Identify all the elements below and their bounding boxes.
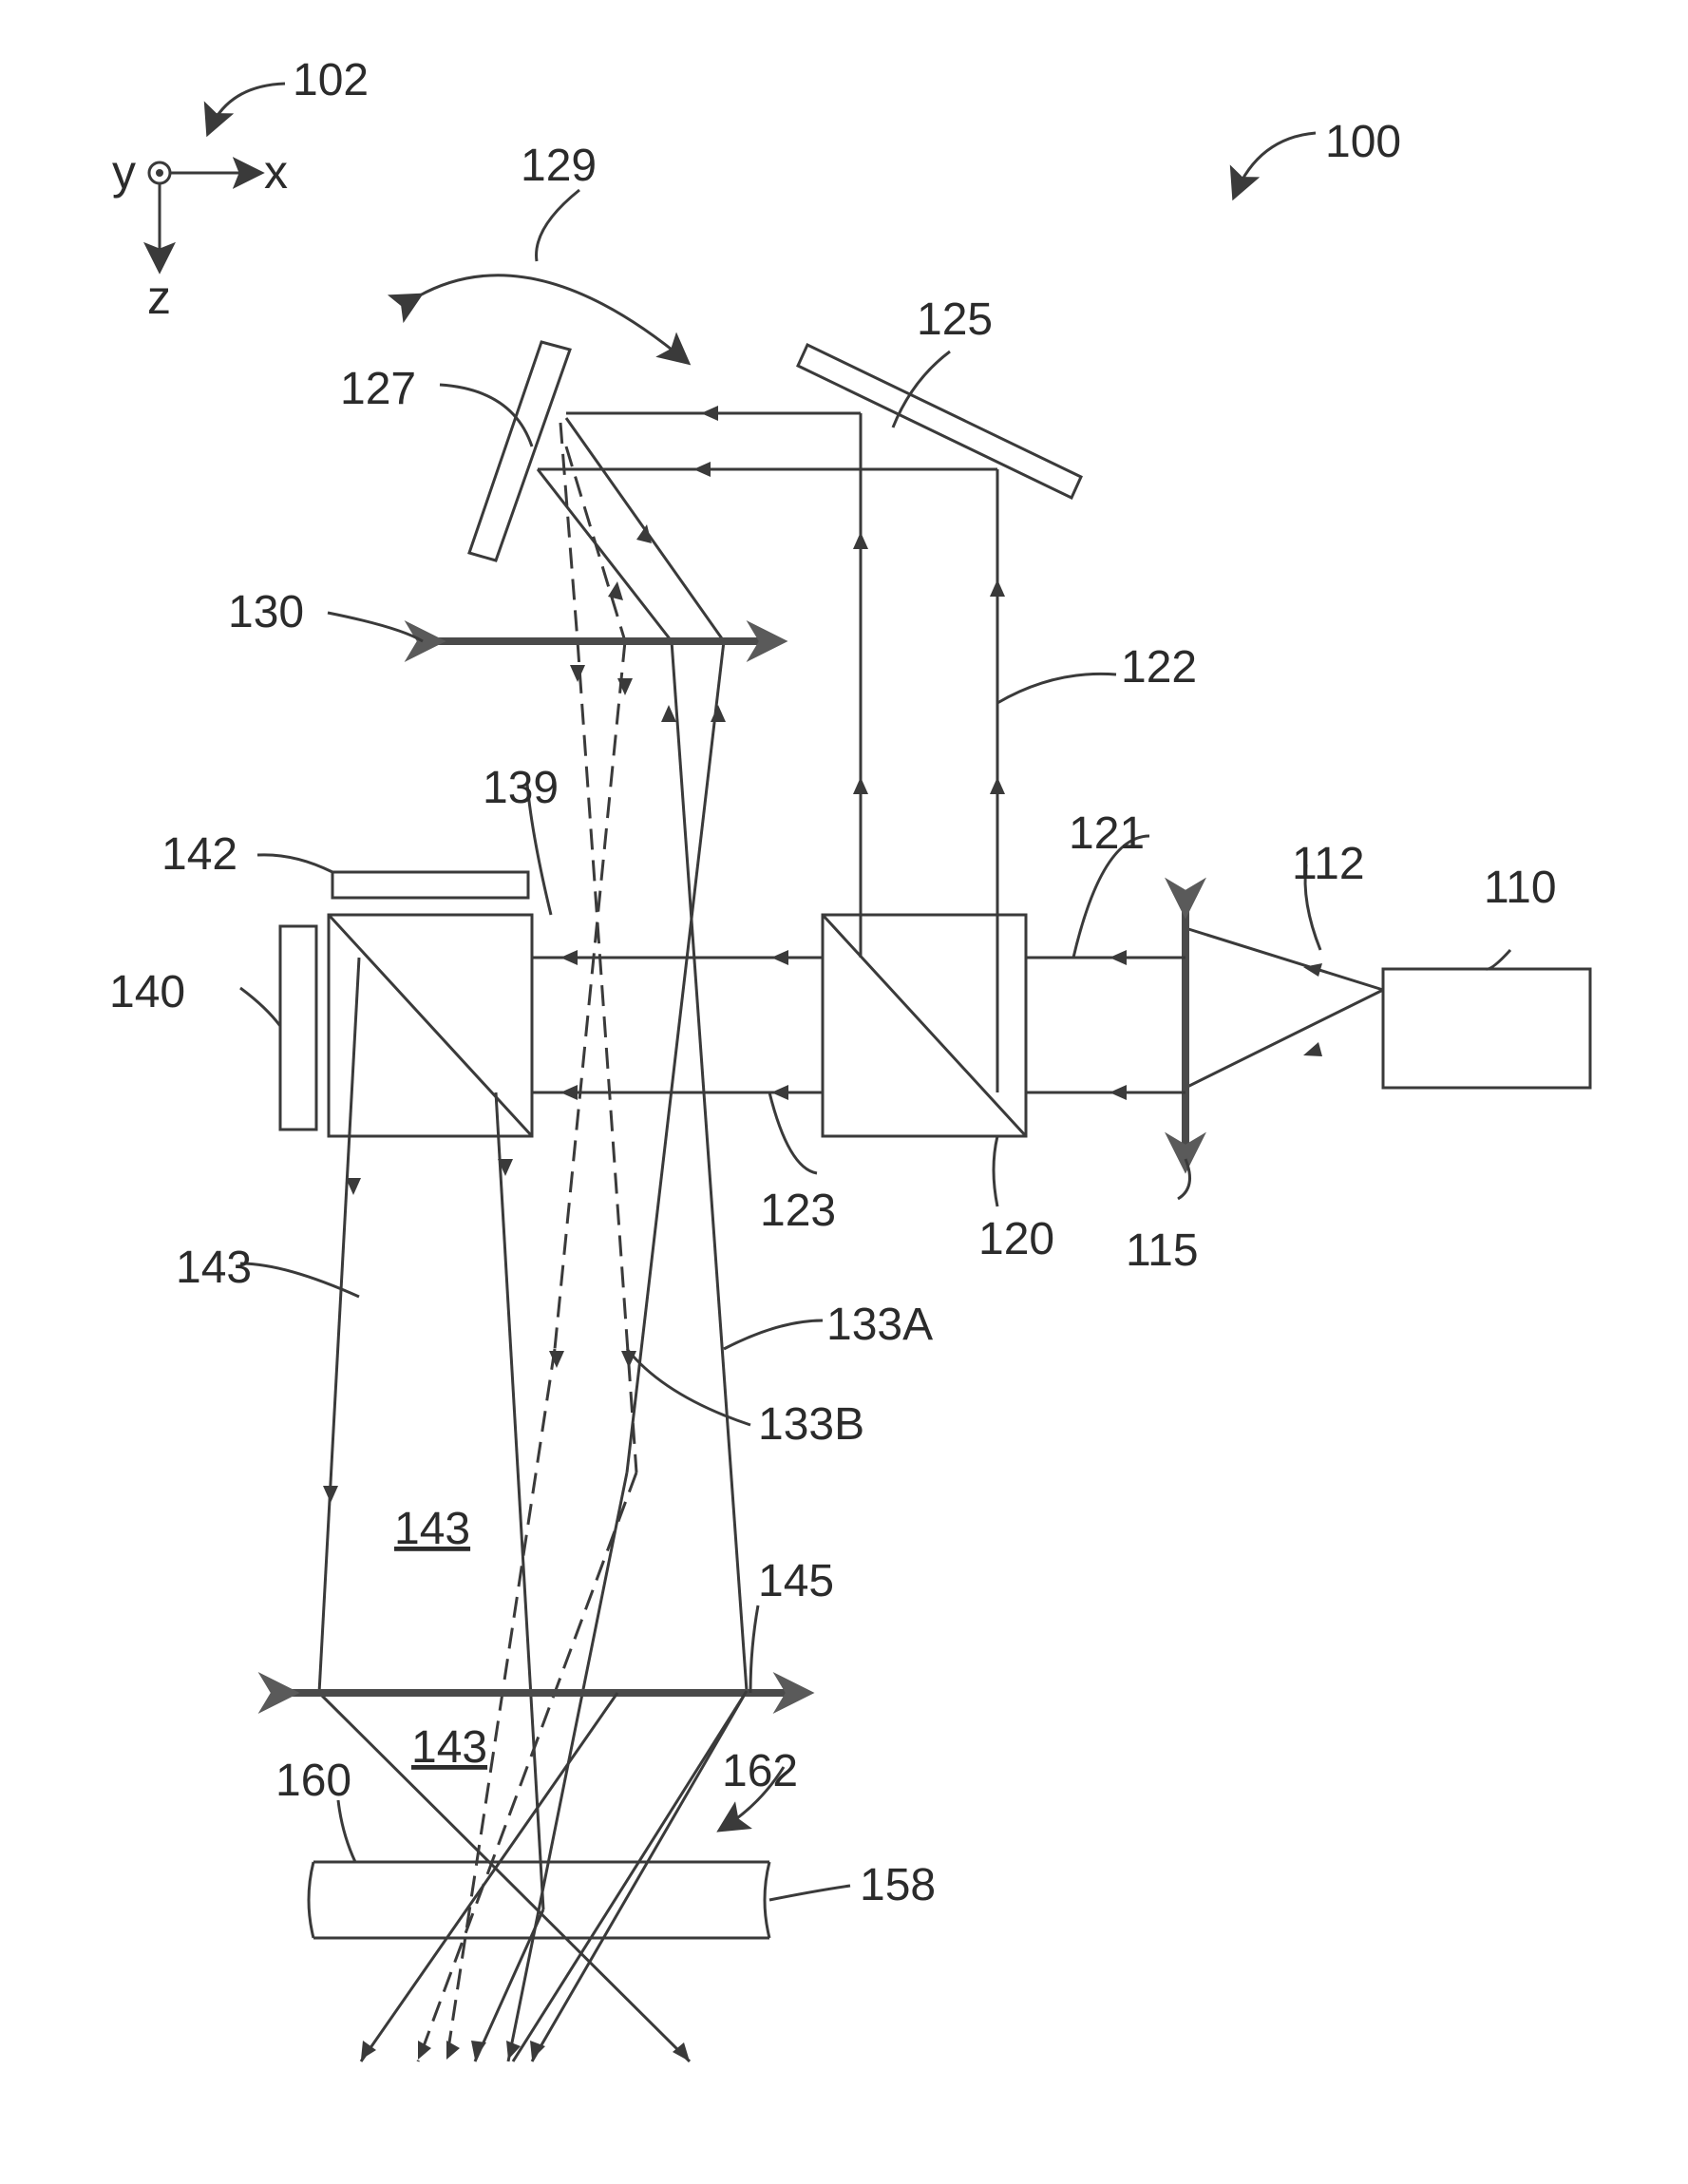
label-130: 130: [228, 587, 304, 637]
label-133B: 133B: [758, 1399, 864, 1450]
label-139: 139: [483, 763, 559, 813]
y-axis-label: y: [112, 145, 136, 199]
label-140: 140: [109, 967, 185, 1017]
label-143-upper: 143: [176, 1243, 252, 1293]
beam-splitter-120: [823, 915, 1026, 1136]
label-120: 120: [978, 1214, 1054, 1264]
label-127: 127: [340, 364, 416, 414]
label-112: 112: [1292, 839, 1365, 889]
beam-splitter-139: [329, 915, 532, 1136]
label-115: 115: [1126, 1225, 1199, 1276]
y-axis-dot-icon: [156, 169, 163, 177]
label-145: 145: [758, 1556, 834, 1606]
mirror-127: [469, 342, 570, 560]
detector-140: [280, 926, 316, 1130]
label-162: 162: [722, 1746, 798, 1796]
light-source-110: [1383, 969, 1590, 1088]
scanned-beam-133A: [508, 418, 747, 2061]
label-121: 121: [1069, 808, 1145, 859]
label-102: 102: [293, 55, 369, 105]
label-143-lower: 143: [411, 1722, 487, 1773]
label-110: 110: [1484, 863, 1557, 913]
plate-142: [332, 872, 528, 898]
label-129: 129: [521, 141, 597, 191]
label-133A: 133A: [826, 1300, 933, 1350]
sample-158: [309, 1862, 769, 1938]
label-125: 125: [917, 294, 993, 345]
label-142: 142: [161, 829, 237, 880]
source-rays-112: [1185, 928, 1383, 1088]
x-axis-label: x: [264, 145, 288, 199]
label-123: 123: [760, 1186, 836, 1236]
label-160: 160: [275, 1756, 351, 1806]
label-122: 122: [1121, 642, 1197, 693]
scanned-beam-133B: [418, 423, 636, 2061]
label-100: 100: [1325, 117, 1401, 167]
coordinate-system: y x z: [112, 145, 288, 324]
z-axis-label: z: [147, 271, 171, 324]
label-143-middle: 143: [394, 1504, 470, 1554]
label-158: 158: [860, 1860, 936, 1910]
mirror-125: [798, 345, 1081, 498]
